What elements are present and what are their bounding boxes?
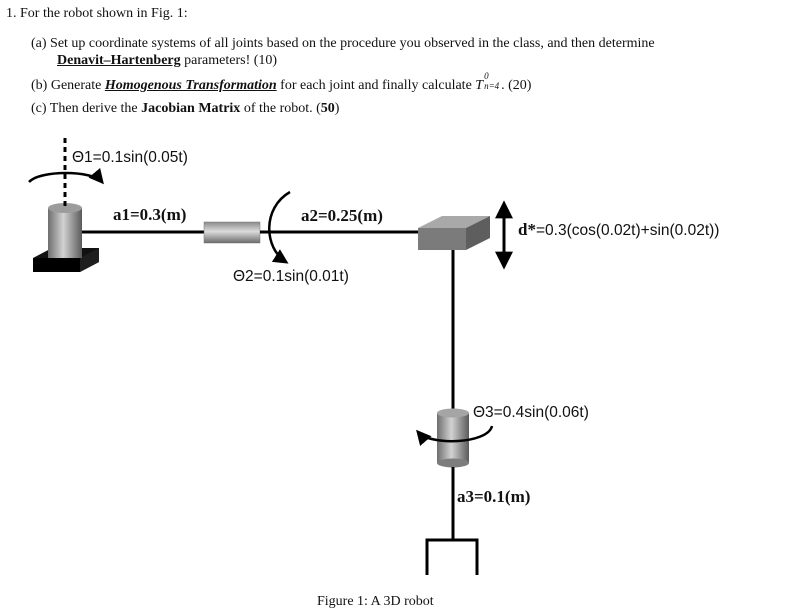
question-intro: For the robot shown in Fig. 1:: [20, 6, 188, 21]
joint3-cylinder: [437, 408, 469, 468]
part-c-label: (c): [31, 101, 47, 116]
joint1-rotation-arrow: [28, 167, 104, 185]
part-c-line: (c) Then derive the Jacobian Matrix of t…: [31, 101, 340, 116]
joint1-cylinder: [48, 203, 82, 258]
prismatic-joint-box: [418, 216, 490, 250]
part-a-text: Set up coordinate systems of all joints …: [50, 36, 655, 51]
dh-term: Denavit–Hartenberg: [57, 53, 181, 68]
a2-label: a2=0.25(m): [301, 206, 383, 225]
joint3-rotation-arrow: [416, 425, 494, 446]
theta3-label: Θ3=0.4sin(0.06t): [473, 404, 589, 421]
joint2-cylinder: [203, 221, 261, 244]
gripper: [425, 538, 479, 575]
question-number: 1. For the robot shown in Fig. 1:: [6, 6, 188, 21]
a1-label: a1=0.3(m): [113, 205, 187, 224]
a3-label: a3=0.1(m): [457, 487, 531, 506]
joint2-rotation-arrow: [268, 190, 291, 264]
part-b-line: (b) Generate Homogenous Transformation f…: [31, 71, 532, 93]
homogenous-transformation-term: Homogenous Transformation: [104, 78, 277, 93]
part-a-label: (a): [31, 36, 47, 51]
theta1-label: Θ1=0.1sin(0.05t): [72, 149, 188, 166]
jacobian-term: Jacobian Matrix: [141, 101, 241, 116]
theta2-label: Θ2=0.1sin(0.01t): [233, 268, 349, 285]
part-a-line2: Denavit–Hartenberg parameters! (10): [57, 53, 277, 69]
figure-caption: Figure 1: A 3D robot: [317, 594, 434, 609]
part-a-line1: (a) Set up coordinate systems of all joi…: [31, 36, 655, 52]
part-a-rest: parameters! (10): [184, 53, 278, 68]
part-b-label: (b): [31, 78, 48, 93]
d-label: d*=0.3(cos(0.02t)+sin(0.02t)): [518, 220, 720, 239]
